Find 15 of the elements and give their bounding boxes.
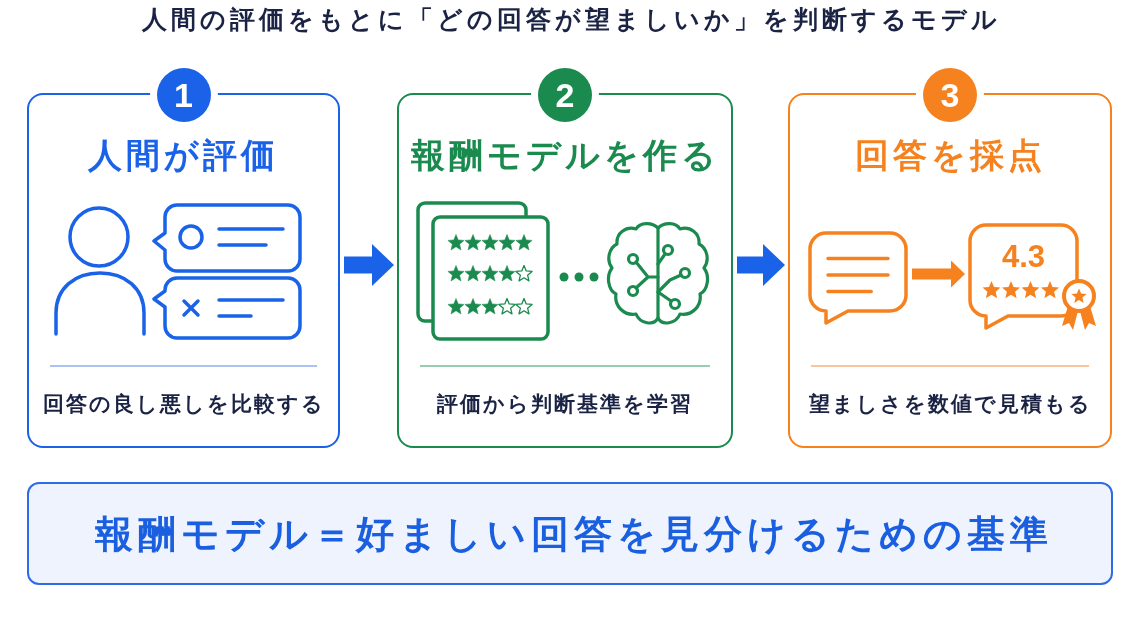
summary-banner [27, 482, 1113, 585]
diagram-title: 人間の評価をもとに「どの回答が望ましいか」を判断するモデル [142, 4, 1001, 36]
step-description: 回答の良し悪しを比較する [42, 391, 325, 418]
summary-text: 報酬モデル＝好ましい回答を見分けるための基準 [95, 510, 1053, 558]
step-heading: 人間が評価 [88, 134, 279, 177]
step-description: 望ましさを数値で見積もる [808, 391, 1092, 418]
step-heading: 回答を採点 [854, 134, 1046, 177]
rating-bubble [968, 223, 1079, 330]
step-description: 評価から判断基準を学習 [437, 391, 693, 418]
step-heading: 報酬モデルを作る [410, 134, 720, 177]
speech-bubble-icon [808, 231, 908, 325]
arrow [344, 244, 394, 286]
arrow [737, 244, 785, 286]
arrow [912, 260, 965, 288]
score-value: 4.3 [1001, 238, 1046, 276]
